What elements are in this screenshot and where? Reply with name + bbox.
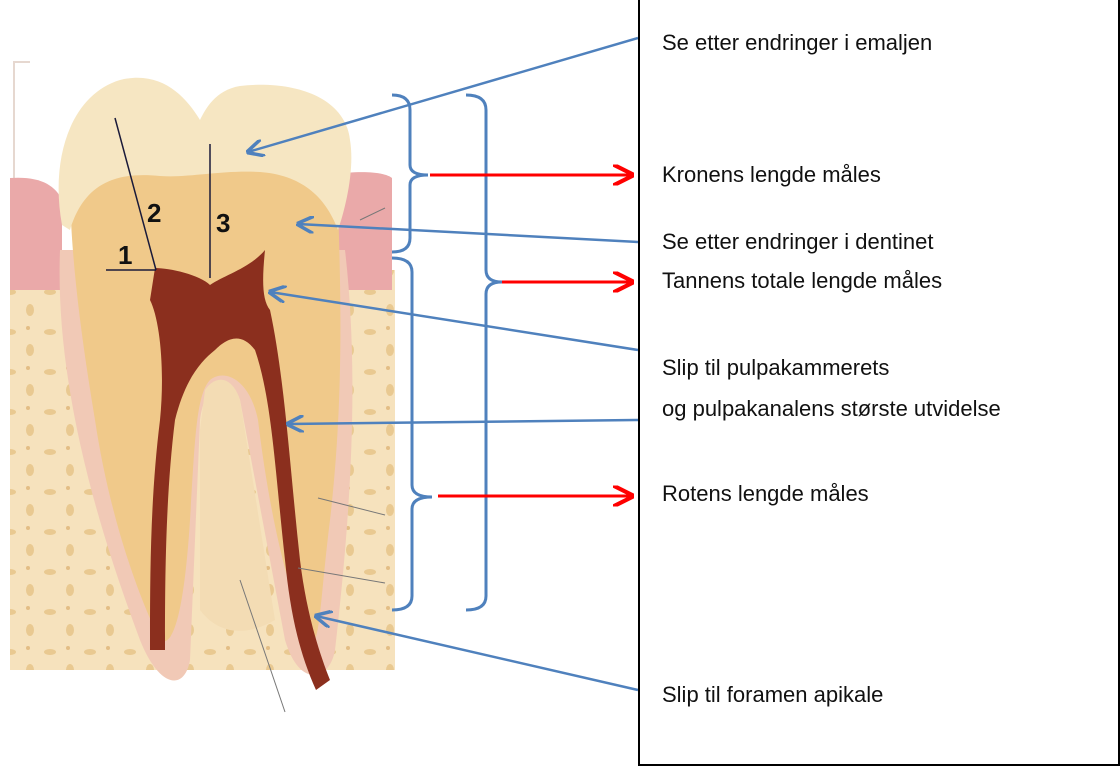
label-pulp-line1: Slip til pulpakammerets (662, 355, 889, 381)
label-dentin: Se etter endringer i dentinet (662, 229, 934, 255)
red-measure-arrows (430, 175, 632, 496)
total-bracket (466, 95, 502, 610)
number-3: 3 (216, 208, 230, 239)
label-total-length: Tannens totale lengde måles (662, 268, 942, 294)
number-2: 2 (147, 198, 161, 229)
label-root-length: Rotens lengde måles (662, 481, 869, 507)
label-crown-length: Kronens lengde måles (662, 162, 881, 188)
label-enamel: Se etter endringer i emaljen (662, 30, 932, 56)
label-foramen: Slip til foramen apikale (662, 682, 883, 708)
number-1: 1 (118, 240, 132, 271)
label-panel (638, 0, 1120, 766)
gum-tissue (10, 178, 62, 290)
label-pulp-line2: og pulpakanalens største utvidelse (662, 396, 1001, 422)
root-bracket (392, 258, 432, 610)
brackets (392, 95, 502, 610)
